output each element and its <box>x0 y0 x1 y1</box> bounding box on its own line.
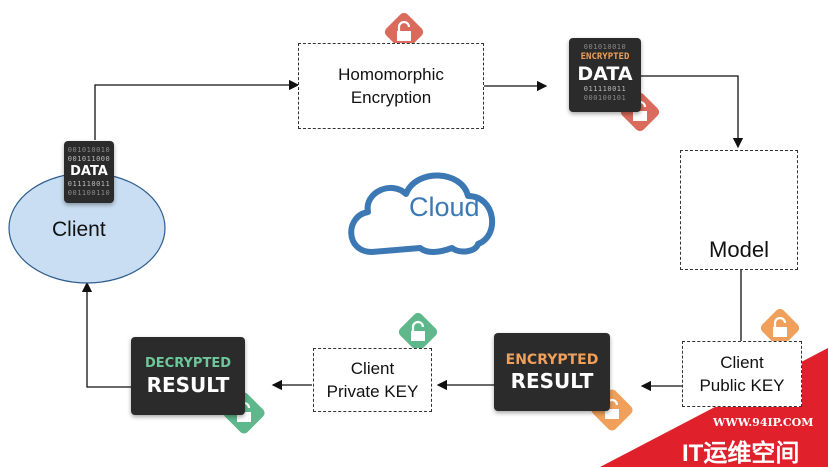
encrypted-data-bits: 001010010 <box>583 43 627 51</box>
encrypted-data-bits: 011110011 <box>583 85 627 93</box>
arrow-decrypted-result-to-client <box>81 281 132 388</box>
public-key-label: Client Public KEY <box>699 353 785 395</box>
public-key-box: Client Public KEY <box>682 341 802 407</box>
decrypted-result-tag: DECRYPTED <box>145 356 231 371</box>
decrypted-result-chip: DECRYPTED RESULT <box>131 337 245 415</box>
homomorphic-encryption-label: Homomorphic Encryption <box>338 65 444 107</box>
data-chip-word: DATA <box>70 164 108 179</box>
data-chip-bits: 001011000 <box>67 155 111 163</box>
watermark-brand: IT运维空间 <box>682 440 800 467</box>
arrow-client-to-homomorphic <box>94 79 300 140</box>
private-key-box: Client Private KEY <box>313 348 432 412</box>
encrypted-tag: ENCRYPTED <box>580 52 630 62</box>
data-chip: 001010010 001011000 DATA 011110011 00110… <box>64 141 114 203</box>
encrypted-data-bits: 000100101 <box>583 94 627 102</box>
arrow-encrypted-data-to-model <box>640 75 744 149</box>
encrypted-data-chip: 001010010 ENCRYPTED DATA 011110011 00010… <box>569 38 641 112</box>
cloud-icon <box>348 172 496 255</box>
client-label: Client <box>52 218 106 241</box>
encrypted-data-word: DATA <box>577 63 633 85</box>
data-chip-bits: 001100110 <box>67 189 111 197</box>
private-key-label: Client Private KEY <box>326 359 419 401</box>
data-chip-bits: 011110011 <box>67 180 111 188</box>
model-label: Model <box>709 237 769 262</box>
watermark-url: WWW.94IP.COM <box>713 416 814 429</box>
encrypted-result-word: RESULT <box>510 369 594 393</box>
decrypted-result-word: RESULT <box>146 373 230 397</box>
data-chip-bits: 001010010 <box>67 146 111 154</box>
model-box: Model <box>680 150 798 270</box>
cloud-label: Cloud <box>409 192 480 222</box>
encrypted-result-chip: ENCRYPTED RESULT <box>494 333 610 411</box>
homomorphic-encryption-box: Homomorphic Encryption <box>298 43 484 129</box>
encrypted-result-tag: ENCRYPTED <box>505 352 599 368</box>
